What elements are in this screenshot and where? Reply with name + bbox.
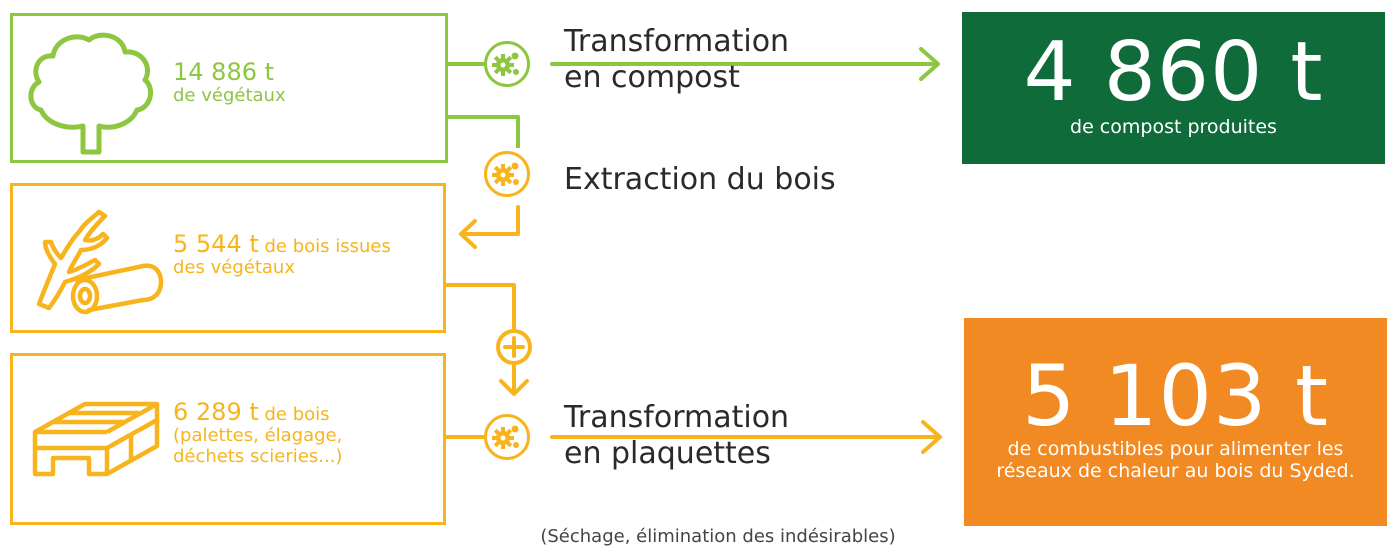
bois-autres-text: 6 289 t de bois (palettes, élagage, déch…	[173, 400, 343, 467]
bois-vegetaux-label-2: des végétaux	[173, 257, 295, 278]
bois-vegetaux-text: 5 544 t de bois issues des végétaux	[173, 232, 391, 278]
gears-icon	[484, 151, 530, 197]
bois-vegetaux-amount: 5 544 t	[173, 230, 259, 258]
bois-autres-label-2: (palettes, élagage,	[173, 425, 343, 446]
vegetaux-text: 14 886 t de végétaux	[173, 60, 286, 106]
result-combustibles-amount: 5 103 t	[1021, 347, 1330, 445]
step-transformation-compost: Transformation en compost	[564, 24, 789, 96]
bois-autres-label: de bois	[264, 404, 330, 425]
gears-icon	[484, 414, 530, 460]
step-transformation-plaquettes: Transformation en plaquettes	[564, 400, 789, 472]
tree-icon	[28, 32, 154, 155]
arrow-to-compost	[446, 47, 940, 81]
result-combustibles-label: de combustibles pour alimenter les résea…	[996, 438, 1355, 482]
result-compost-amount: 4 860 t	[1023, 25, 1324, 120]
result-compost-box: 4 860 t de compost produites	[962, 12, 1385, 164]
connector-to-plus	[444, 283, 529, 396]
step-extraction-line1: Extraction du bois	[564, 162, 836, 197]
vegetaux-label: de végétaux	[173, 85, 286, 106]
plus-icon	[496, 329, 532, 365]
source-bois-vegetaux-box: 5 544 t de bois issues des végétaux	[10, 183, 446, 333]
step-compost-line2: en compost	[564, 60, 740, 95]
step-compost-line1: Transformation	[564, 24, 790, 59]
bois-autres-amount: 6 289 t	[173, 398, 259, 426]
gears-icon	[484, 41, 530, 87]
source-vegetaux-box: 14 886 t de végétaux	[10, 13, 448, 163]
result-combustibles-box: 5 103 t de combustibles pour alimenter l…	[964, 318, 1387, 526]
step-extraction-bois: Extraction du bois	[564, 162, 836, 198]
branch-log-icon	[36, 209, 164, 315]
result-compost-label: de compost produites	[1070, 116, 1277, 138]
arrow-to-combustibles	[444, 420, 942, 454]
bois-vegetaux-label: de bois issues	[264, 236, 391, 257]
vegetaux-amount: 14 886 t	[173, 58, 275, 86]
footnote: (Séchage, élimination des indésirables)	[540, 526, 896, 547]
arrow-to-bois-vegetaux	[459, 205, 520, 249]
pallet-icon	[32, 401, 160, 477]
bois-autres-label-3: déchets scieries...)	[173, 446, 343, 467]
connector-to-extraction	[448, 115, 520, 148]
step-plaquettes-line1: Transformation	[564, 400, 790, 435]
source-bois-autres-box: 6 289 t de bois (palettes, élagage, déch…	[10, 353, 446, 525]
step-plaquettes-line2: en plaquettes	[564, 436, 771, 471]
